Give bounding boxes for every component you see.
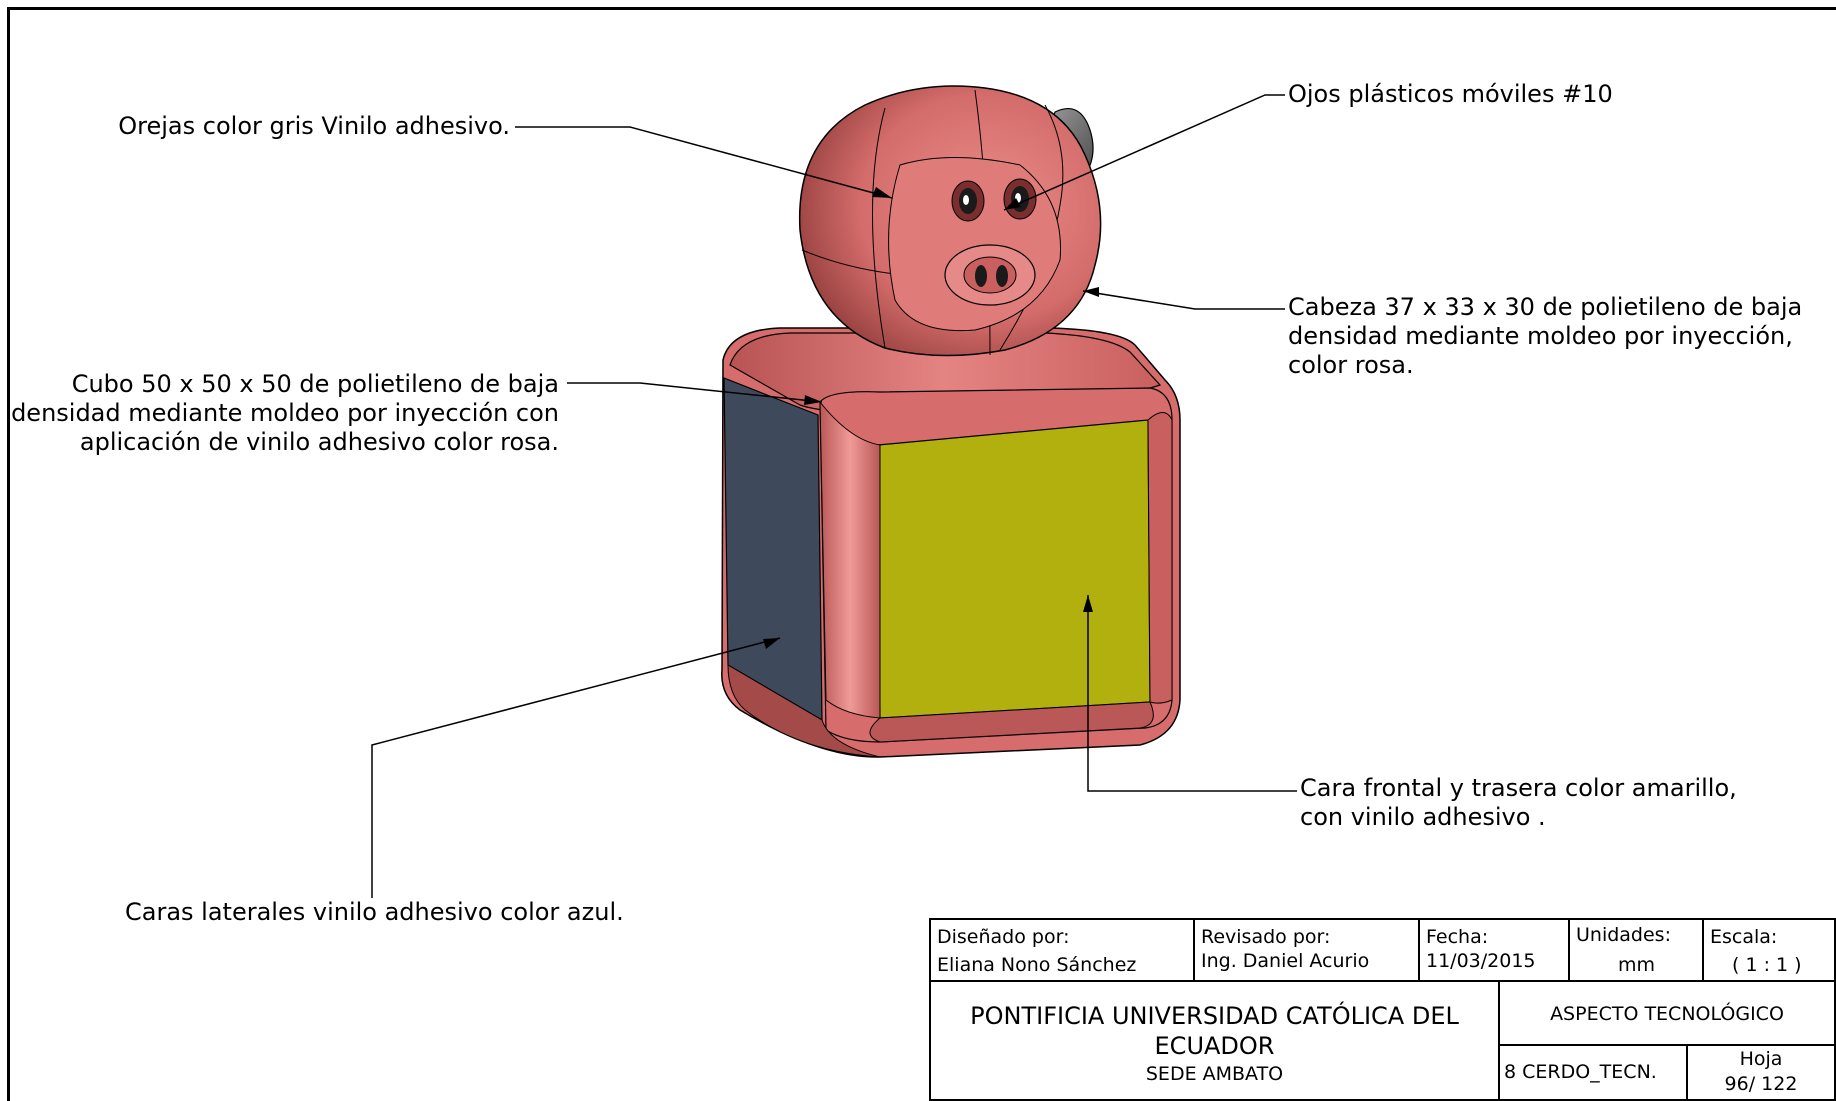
head-callout-line: densidad mediante moldeo por inyección,	[1288, 322, 1793, 350]
front-face	[877, 419, 1151, 719]
date-label: Fecha:	[1426, 926, 1489, 948]
drawing-id: 8 CERDO_TECN.	[1504, 1061, 1657, 1083]
cube-callout-line: aplicación de vinilo adhesivo color rosa…	[79, 428, 559, 456]
side-face	[723, 377, 823, 722]
units-label: Unidades:	[1576, 924, 1671, 946]
pig-head	[798, 85, 1102, 357]
cube-callout: Cubo 50 x 50 x 50 de polietileno de baja…	[11, 370, 559, 457]
institution-cell: PONTIFICIA UNIVERSIDAD CATÓLICA DEL ECUA…	[931, 982, 1500, 1099]
date-cell: Fecha: 11/03/2015	[1420, 920, 1570, 982]
designed-value: Eliana Nono Sánchez	[937, 954, 1137, 976]
sheet-border	[7, 7, 1836, 1101]
ears-callout: Orejas color gris Vinilo adhesivo.	[118, 112, 510, 140]
reviewed-cell: Revisado por: Ing. Daniel Acurio	[1195, 920, 1420, 982]
designed-label: Diseñado por:	[937, 926, 1070, 948]
date-value: 11/03/2015	[1426, 950, 1536, 972]
front-callout-line: Cara frontal y trasera color amarillo,	[1300, 774, 1737, 802]
scale-value: ( 1 : 1 )	[1732, 954, 1802, 976]
leader-arrowheads	[763, 187, 1099, 649]
ears-leader	[515, 126, 893, 199]
designed-cell: Diseñado por: Eliana Nono Sánchez	[931, 920, 1195, 982]
cube-callout-line: Cubo 50 x 50 x 50 de polietileno de baja	[71, 370, 559, 398]
sheet-cell: Hoja 96/ 122	[1688, 1046, 1834, 1099]
sides-leader	[371, 637, 781, 898]
subject-label: ASPECTO TECNOLÓGICO	[1550, 1003, 1784, 1025]
sheet-label: Hoja	[1739, 1048, 1783, 1070]
left-eye	[951, 180, 985, 222]
institution-line2: ECUADOR	[1154, 1032, 1275, 1060]
cube-body	[721, 327, 1181, 758]
sheet-value: 96/ 122	[1724, 1073, 1798, 1095]
title-block: Diseñado por: Eliana Nono Sánchez Revisa…	[929, 918, 1836, 1101]
leader-lines	[371, 94, 1297, 898]
front-leader	[1087, 595, 1297, 792]
right-eye	[1003, 178, 1037, 220]
cube-callout-line: densidad mediante moldeo por inyección c…	[11, 399, 559, 427]
head-callout-line: color rosa.	[1288, 351, 1414, 379]
units-value: mm	[1618, 954, 1656, 976]
scale-cell: Escala: ( 1 : 1 )	[1704, 920, 1834, 982]
reviewed-label: Revisado por:	[1201, 926, 1331, 948]
subject-cell: ASPECTO TECNOLÓGICO	[1500, 982, 1834, 1046]
eyes-callout: Ojos plásticos móviles #10	[1288, 80, 1613, 108]
units-cell: Unidades: mm	[1570, 920, 1704, 982]
head-callout-line: Cabeza 37 x 33 x 30 de polietileno de ba…	[1288, 293, 1803, 321]
reviewed-value: Ing. Daniel Acurio	[1201, 950, 1370, 972]
head-callout: Cabeza 37 x 33 x 30 de polietileno de ba…	[1288, 293, 1802, 380]
institution-line1: PONTIFICIA UNIVERSIDAD CATÓLICA DEL	[970, 1002, 1459, 1030]
snout	[944, 244, 1036, 306]
front-callout: Cara frontal y trasera color amarillo, c…	[1300, 774, 1737, 832]
scale-label: Escala:	[1710, 926, 1778, 948]
drawing-id-cell: 8 CERDO_TECN.	[1500, 1046, 1688, 1099]
cube-leader	[567, 382, 823, 403]
head-leader	[1082, 290, 1285, 310]
front-callout-line: con vinilo adhesivo .	[1300, 803, 1546, 831]
eyes-leader	[1003, 94, 1285, 211]
sides-callout: Caras laterales vinilo adhesivo color az…	[125, 898, 624, 926]
campus-label: SEDE AMBATO	[1145, 1063, 1284, 1085]
